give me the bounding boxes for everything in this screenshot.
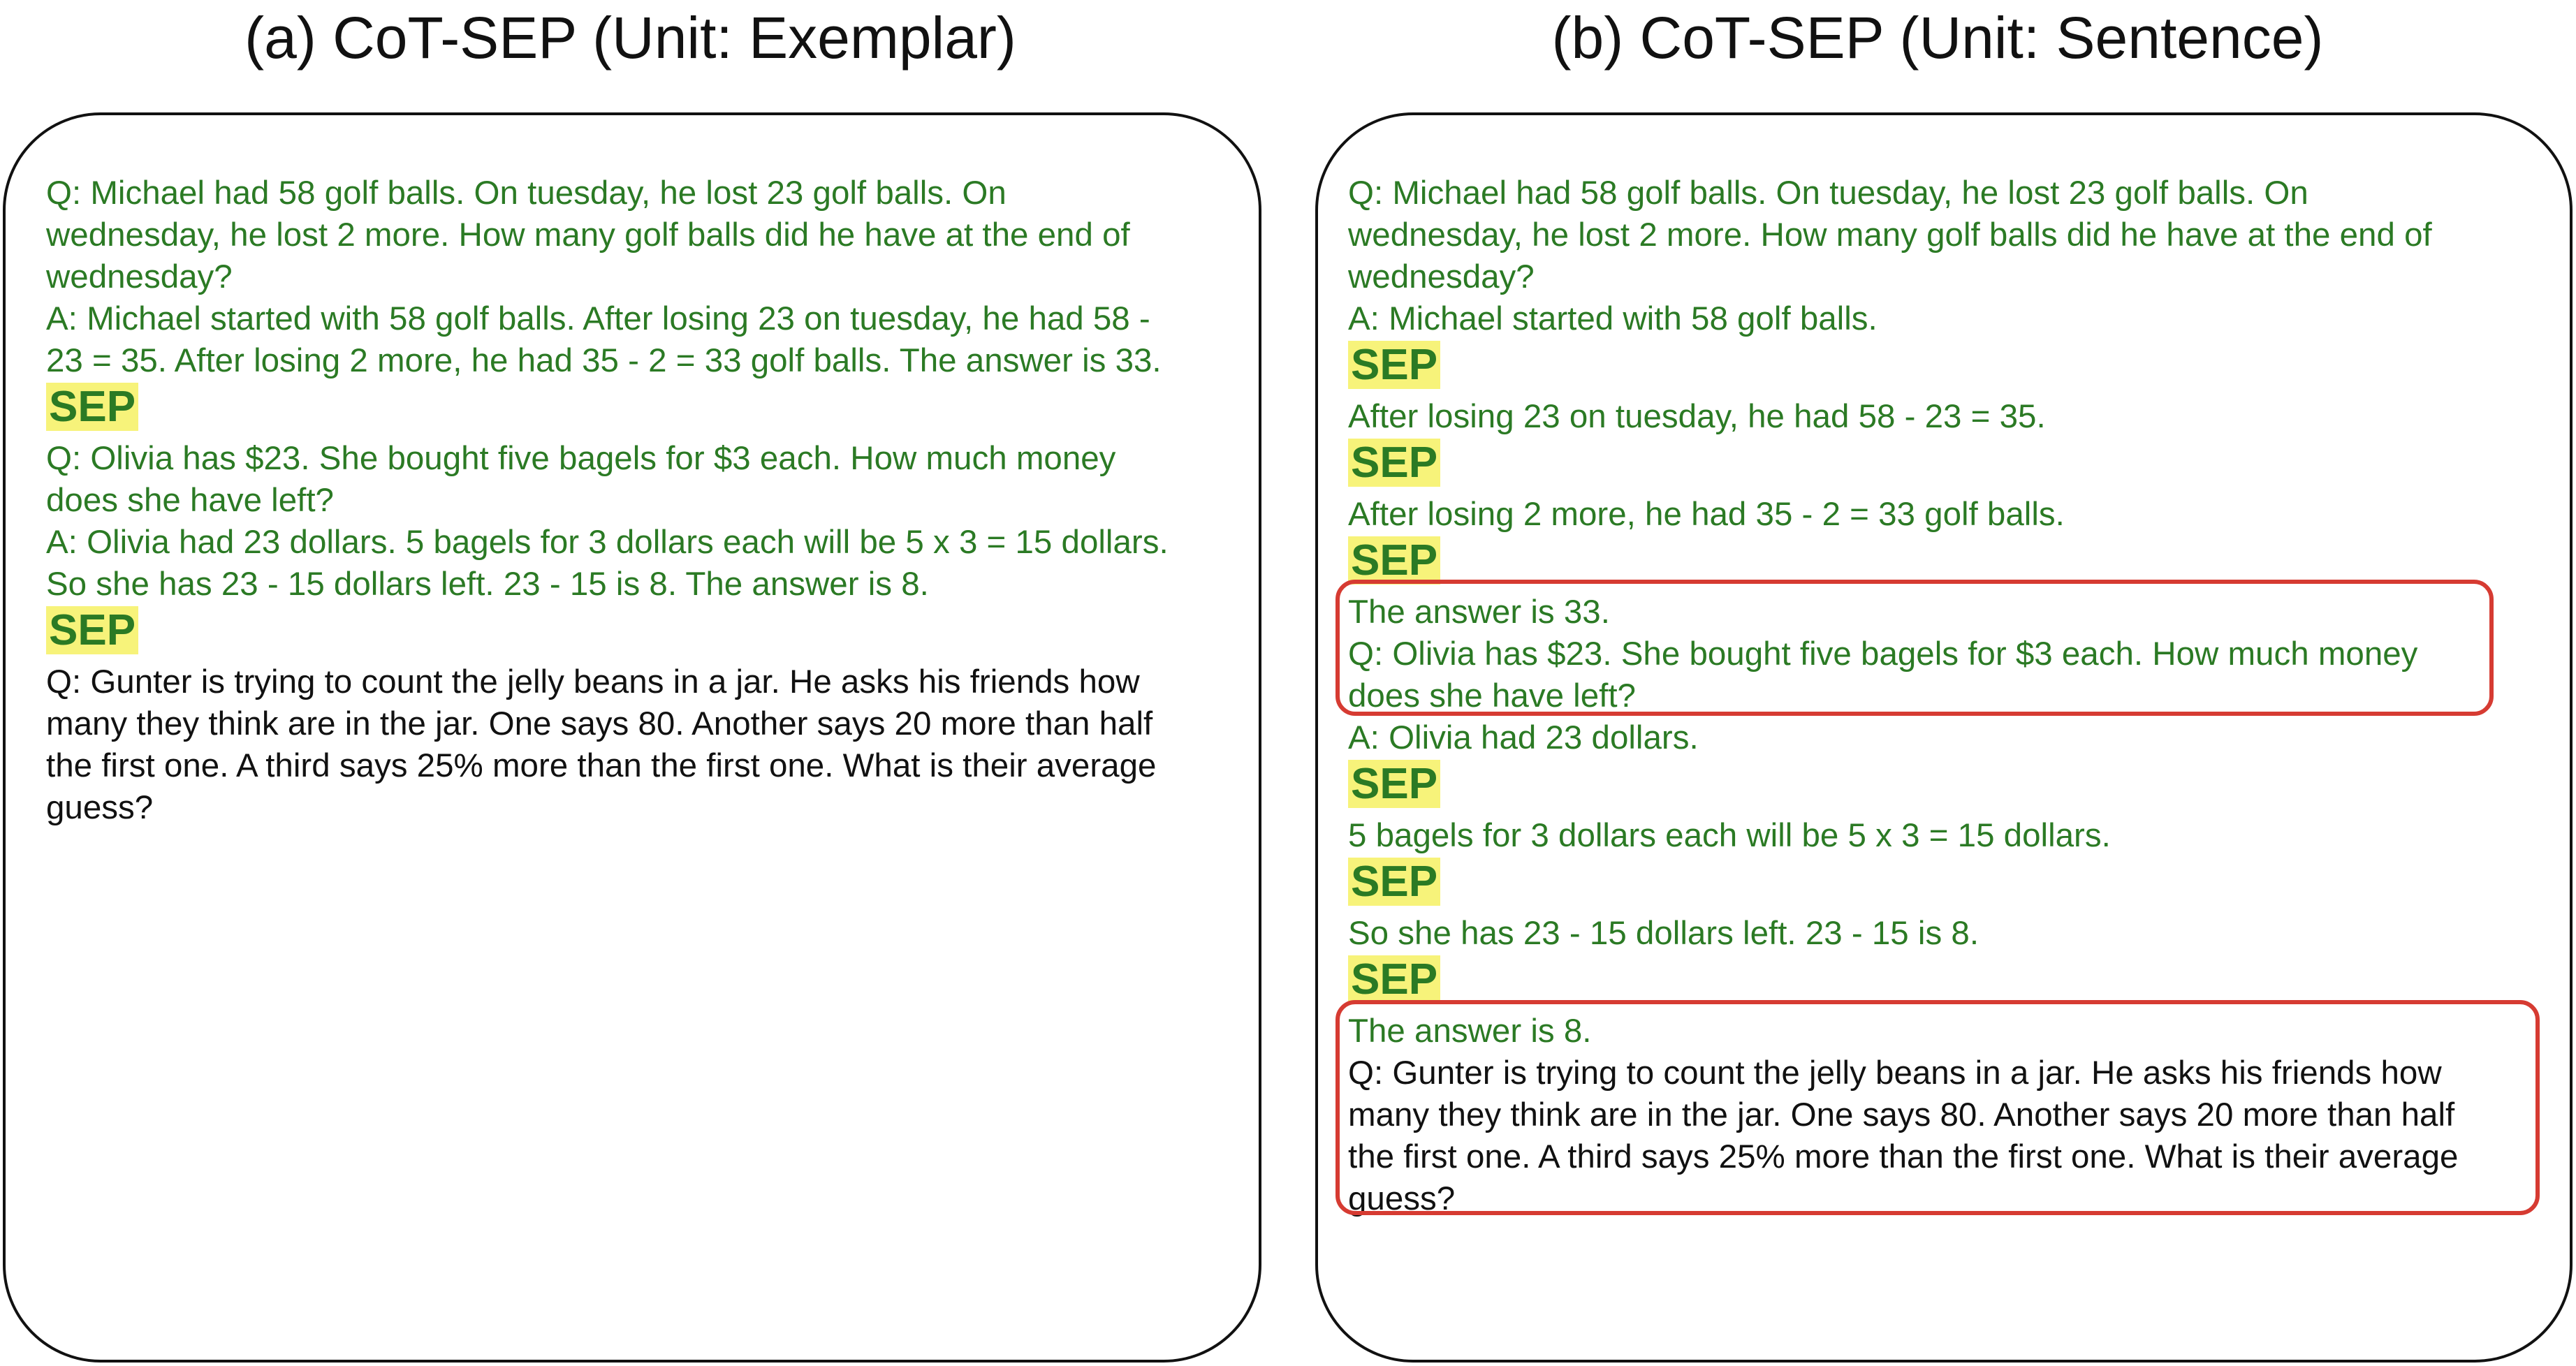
exemplar-1-question-line: Q: Michael had 58 golf balls. On tuesday…	[46, 175, 1007, 212]
panel-b-frame	[1315, 112, 2573, 1363]
panel-b-prompt: Q: Michael had 58 golf balls. On tuesday…	[1348, 172, 2539, 1220]
missing-separator-callout	[1335, 1000, 2540, 1215]
sep-token: SEP	[46, 383, 139, 431]
separator-row: SEP	[1348, 438, 2539, 494]
panel-a-title: (a) CoT-SEP (Unit: Exemplar)	[244, 5, 1016, 71]
sep-token: SEP	[1348, 858, 1441, 906]
sep-token: SEP	[46, 606, 139, 654]
exemplar-1-question-line: Q: Michael had 58 golf balls. On tuesday…	[1348, 175, 2308, 212]
separator-row: SEP	[1348, 759, 2539, 815]
test-question-line: the first one. A third says 25% more tha…	[1348, 1138, 2459, 1175]
exemplar-1-question-line: wednesday, he lost 2 more. How many golf…	[1348, 216, 2432, 254]
exemplar-1-question-line: wednesday?	[1348, 258, 1535, 295]
test-question-line: guess?	[46, 789, 154, 826]
exemplar-2-question-line: does she have left?	[1348, 677, 1636, 714]
exemplar-1-question-line: wednesday, he lost 2 more. How many golf…	[46, 216, 1130, 254]
test-question-line: the first one. A third says 25% more tha…	[46, 747, 1157, 784]
separator-row: SEP	[46, 605, 1251, 661]
exemplar-2-answer-line: So she has 23 - 15 dollars left. 23 - 15…	[46, 566, 929, 603]
panel-a-frame	[3, 112, 1261, 1363]
separator-row: SEP	[1348, 955, 2539, 1011]
sep-token: SEP	[1348, 341, 1441, 389]
separator-row: SEP	[1348, 536, 2539, 592]
answer-sentence: The answer is 8.	[1348, 1013, 1592, 1050]
sep-token: SEP	[1348, 955, 1441, 1004]
panel-a-prompt: Q: Michael had 58 golf balls. On tuesday…	[46, 172, 1251, 829]
test-question-line: many they think are in the jar. One says…	[1348, 1096, 2455, 1133]
answer-sentence: 5 bagels for 3 dollars each will be 5 x …	[1348, 817, 2111, 854]
panel-b-title: (b) CoT-SEP (Unit: Sentence)	[1551, 5, 2324, 71]
exemplar-2-question-line: Q: Olivia has $23. She bought five bagel…	[1348, 636, 2418, 673]
answer-sentence: The answer is 33.	[1348, 594, 1610, 631]
test-question-line: Q: Gunter is trying to count the jelly b…	[1348, 1055, 2442, 1092]
exemplar-1-answer-line: A: Michael started with 58 golf balls. A…	[46, 300, 1150, 337]
separator-row: SEP	[1348, 857, 2539, 913]
missing-separator-callout	[1335, 580, 2494, 716]
answer-sentence: A: Michael started with 58 golf balls.	[1348, 300, 1878, 337]
exemplar-1-question-line: wednesday?	[46, 258, 233, 295]
sep-token: SEP	[1348, 439, 1441, 487]
test-question-line: many they think are in the jar. One says…	[46, 705, 1153, 742]
answer-sentence: After losing 2 more, he had 35 - 2 = 33 …	[1348, 496, 2065, 533]
exemplar-2-answer-line: A: Olivia had 23 dollars. 5 bagels for 3…	[46, 524, 1169, 561]
test-question-line: Q: Gunter is trying to count the jelly b…	[46, 663, 1140, 700]
answer-sentence: After losing 23 on tuesday, he had 58 - …	[1348, 398, 2046, 435]
sep-token: SEP	[1348, 760, 1441, 808]
separator-row: SEP	[46, 382, 1251, 438]
exemplar-1-answer-line: 23 = 35. After losing 2 more, he had 35 …	[46, 342, 1162, 379]
separator-row: SEP	[1348, 340, 2539, 396]
answer-sentence: So she has 23 - 15 dollars left. 23 - 15…	[1348, 915, 1979, 952]
answer-sentence: A: Olivia had 23 dollars.	[1348, 719, 1699, 756]
exemplar-2-question-line: Q: Olivia has $23. She bought five bagel…	[46, 440, 1116, 477]
exemplar-2-question-line: does she have left?	[46, 482, 334, 519]
sep-token: SEP	[1348, 536, 1441, 585]
